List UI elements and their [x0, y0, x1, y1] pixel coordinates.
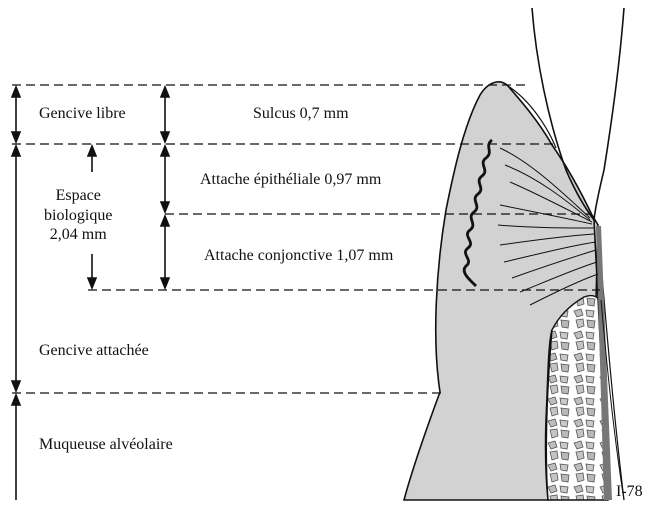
label-sulcus: Sulcus 0,7 mm: [253, 104, 349, 123]
label-espace-line1: Espace: [44, 186, 112, 206]
figure-reference: I-78: [616, 482, 643, 501]
attache-conjonctive-arrow: [161, 216, 169, 288]
label-espace-line2: biologique: [44, 206, 112, 226]
label-espace-line3: 2,04 mm: [44, 225, 112, 245]
label-muqueuse-alveolaire: Muqueuse alvéolaire: [39, 435, 173, 454]
label-gencive-libre: Gencive libre: [39, 104, 126, 123]
label-espace-biologique: Espace biologique 2,04 mm: [44, 186, 112, 245]
sulcus-arrow: [161, 87, 169, 142]
label-attache-conjonctive: Attache conjonctive 1,07 mm: [204, 246, 393, 265]
gencive-attachee-arrow: [12, 146, 20, 391]
muqueuse-arrow: [12, 395, 20, 500]
tooth-right-edge: [594, 8, 624, 220]
label-gencive-attachee: Gencive attachée: [39, 341, 149, 360]
attache-epitheliale-arrow: [161, 146, 169, 212]
gencive-libre-arrow: [12, 87, 20, 142]
label-attache-epitheliale: Attache épithéliale 0,97 mm: [200, 170, 381, 189]
